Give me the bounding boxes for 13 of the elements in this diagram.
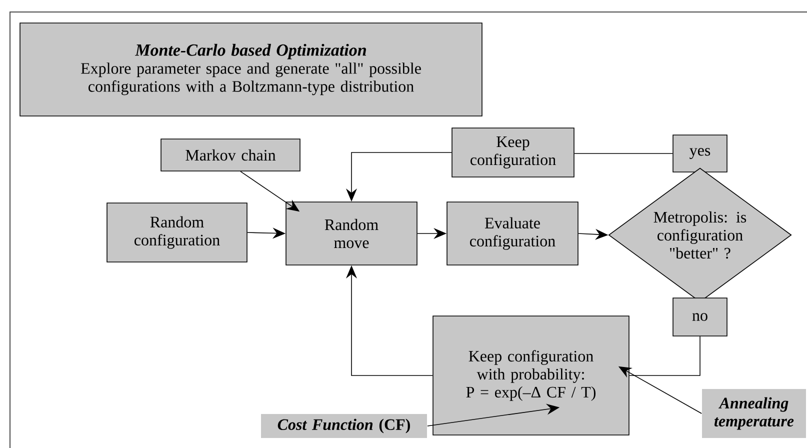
input-label: Annealing temperature <box>702 389 806 438</box>
process-box: Markov chain <box>160 138 300 172</box>
answer-box: yes <box>672 134 728 172</box>
process-box: Keep configuration with probability: P = exp(–Δ CF / T) <box>432 316 630 436</box>
process-box: Keep configuration <box>452 128 574 178</box>
title-box: Monte-Carlo based Optimization Explore parameter space and generate "all" possible configurations with a Boltzmann-type distribution <box>20 22 482 116</box>
connector-line <box>574 153 673 154</box>
input-label: Cost Function (CF) <box>261 414 427 438</box>
answer-box: no <box>672 298 728 336</box>
process-box: Random move <box>286 202 418 266</box>
process-box: Random configuration <box>106 202 248 262</box>
process-box: Evaluate configuration <box>446 202 578 266</box>
connector-line <box>629 336 700 376</box>
